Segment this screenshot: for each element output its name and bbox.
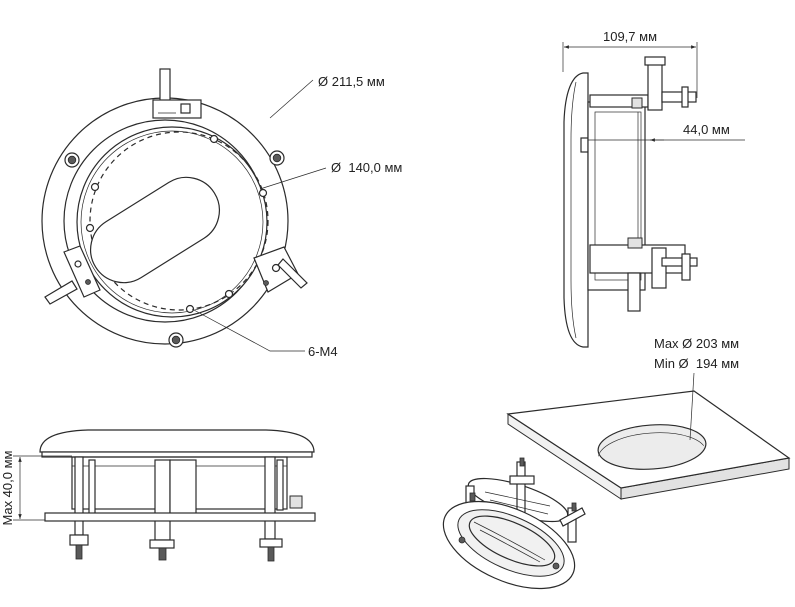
perspective-top-bolt (519, 457, 525, 467)
perspective-opening (468, 515, 556, 567)
front-right-post (264, 456, 276, 540)
bolt-circle-dashed (89, 131, 269, 311)
screw-label: 6-M4 (308, 344, 338, 359)
perspective-left-bolt (469, 492, 476, 502)
side-bottom-hanger (627, 272, 641, 312)
front-right-nut (289, 495, 303, 509)
front-bracket-bar (44, 512, 316, 522)
perspective-inner-line (473, 521, 546, 561)
top-view-leaders: Ø 211,5 мм Ø 140,0 мм 6-M4 (191, 74, 402, 359)
bracket-left-hole (74, 260, 82, 268)
m4-holes (85, 134, 268, 314)
offset-label: 44,0 мм (683, 122, 730, 137)
front-left-post (74, 456, 84, 536)
dashed-diameter-label: Ø 140,0 мм (331, 160, 402, 175)
side-flange-inner-edge (570, 81, 577, 339)
m4-hole (209, 134, 219, 144)
front-left-clamp (69, 534, 89, 546)
front-left-bracket (69, 456, 96, 560)
perspective-trim-inner (457, 509, 565, 577)
perspective-top-arm (509, 475, 535, 485)
front-center-bracket (149, 459, 197, 561)
bracket-top (152, 68, 202, 119)
side-body-inner (594, 111, 642, 281)
flange-screw-right-head (272, 153, 282, 163)
perspective-top-post (516, 461, 526, 515)
front-left-rib (88, 459, 96, 516)
flange-screw-left-head (67, 155, 77, 165)
mounting-plate-inner-edge (80, 130, 264, 314)
side-top-arm (661, 91, 697, 103)
bracket-right-hole (271, 263, 281, 273)
front-rim (41, 451, 313, 458)
perspective-body-line (484, 491, 551, 507)
front-view-mount: Max 40,0 мм (0, 429, 316, 562)
cable-slot (90, 176, 220, 284)
bracket-right (253, 246, 308, 293)
side-bottom-post (651, 247, 667, 289)
outer-diameter-label: Ø 211,5 мм (318, 74, 385, 89)
flange-screw-bottom-head (171, 335, 181, 345)
outer-diameter-leader (269, 79, 314, 119)
side-top-nut (631, 97, 643, 109)
height-dimension: Max 40,0 мм (0, 450, 72, 525)
side-bottom-bracket (589, 237, 698, 312)
dashed-diameter-leader (259, 167, 327, 190)
side-flange (563, 72, 589, 348)
perspective-right-bolt (571, 502, 577, 512)
front-dome (39, 429, 315, 453)
front-center-screw (158, 547, 167, 561)
tile-cutout-hole (597, 424, 707, 470)
side-top-post-cap (644, 56, 666, 66)
front-right-bracket (259, 456, 303, 562)
side-bottom-arm (661, 257, 698, 267)
side-view-mount: 109,7 мм 44,0 мм (562, 29, 745, 348)
m4-hole (258, 188, 268, 198)
front-right-clamp (259, 538, 283, 548)
side-top-bracket (589, 56, 697, 111)
bracket-right-screw (263, 280, 269, 286)
bracket-top-hole (180, 103, 191, 114)
offset-dimension: 44,0 мм (588, 122, 745, 142)
perspective-body-line-2 (489, 499, 549, 515)
side-bottom-nut (627, 237, 643, 249)
bracket-right-tab (277, 258, 308, 289)
side-bottom-bolt (681, 253, 691, 281)
bracket-left-tab (44, 280, 78, 305)
front-right-rib (276, 459, 284, 511)
flange-screws (64, 150, 285, 348)
depth-label: 109,7 мм (603, 29, 657, 44)
cutout-min-label: Min Ø 194 мм (654, 356, 739, 371)
ceiling-tile: Max Ø 203 мм Min Ø 194 мм (506, 336, 791, 500)
m4-hole (85, 223, 95, 233)
cutout-leader-line (689, 372, 695, 441)
front-left-screw (75, 544, 83, 560)
front-center-post (154, 459, 171, 541)
bracket-top-plate (152, 99, 202, 119)
depth-dimension: 109,7 мм (562, 29, 698, 98)
cutout-leader: Max Ø 203 мм Min Ø 194 мм (654, 336, 739, 441)
perspective-mount (442, 457, 586, 590)
screw-leader (191, 308, 305, 352)
m4-hole (185, 304, 195, 314)
perspective-screw-right (552, 562, 560, 570)
bracket-left-screw (85, 279, 91, 285)
m4-hole (90, 182, 100, 192)
m4-hole (224, 289, 234, 299)
bracket-left (44, 245, 101, 305)
perspective-right-arm (559, 507, 586, 527)
height-label: Max 40,0 мм (0, 450, 15, 525)
bracket-left-plate (63, 245, 101, 298)
side-top-post (647, 61, 663, 111)
cutout-max-label: Max Ø 203 мм (654, 336, 739, 351)
perspective-screw-left (458, 536, 466, 544)
side-flange-latch (580, 137, 589, 153)
perspective-inner-line-2 (479, 529, 541, 563)
side-top-bolt (681, 86, 689, 108)
front-center-block (169, 459, 197, 519)
front-center-clamp (149, 539, 175, 549)
top-view-mount: Ø 211,5 мм Ø 140,0 мм 6-M4 (41, 68, 402, 359)
front-right-screw (267, 546, 275, 562)
